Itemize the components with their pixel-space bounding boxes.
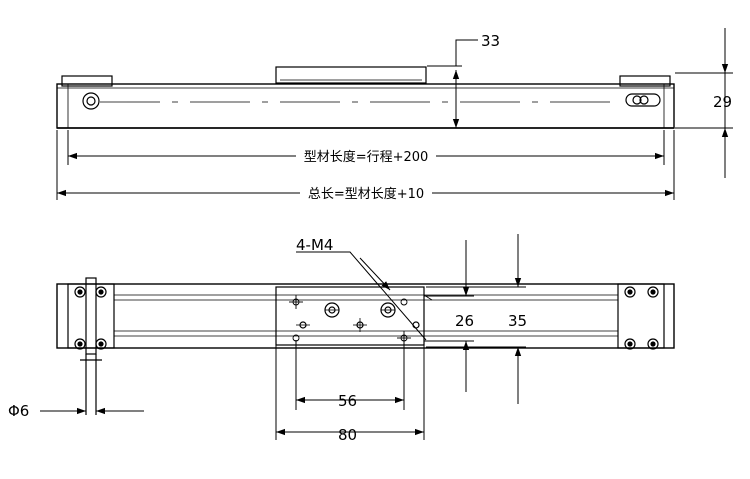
dim-26-label: 26 <box>455 312 474 330</box>
profile-body <box>56 83 675 129</box>
top-view <box>56 277 675 415</box>
carriage-bolts-icon <box>296 302 420 332</box>
right-tensioner-icon <box>625 93 661 107</box>
dim-80-label: 80 <box>338 426 357 444</box>
left-pulley-icon <box>82 92 100 110</box>
right-end-cap <box>619 75 671 87</box>
side-view <box>56 66 675 129</box>
left-end-block <box>67 283 115 349</box>
profile-top <box>56 283 675 349</box>
dim-33-label: 33 <box>481 32 500 50</box>
right-end-block <box>617 283 665 349</box>
dim-56-label: 56 <box>338 392 357 410</box>
top-view-dimensions <box>40 234 526 440</box>
dim-35-label: 35 <box>508 312 527 330</box>
carriage-plate <box>275 286 425 346</box>
profile-length-label: 型材长度=行程+200 <box>304 149 429 165</box>
m4-holes-icon <box>289 295 411 345</box>
carriage-block <box>275 66 427 84</box>
side-view-dimensions <box>56 28 733 200</box>
thread-label: 4-M4 <box>296 236 333 254</box>
left-end-cap <box>61 75 113 87</box>
right-end-bolts-icon <box>624 286 659 350</box>
total-length-label: 总长=型材长度+10 <box>308 186 424 202</box>
dim-29-label: 29 <box>713 93 732 111</box>
shaft-housing <box>85 277 97 355</box>
left-end-bolts-icon <box>74 286 107 350</box>
dim-phi6-label: Φ6 <box>8 402 29 420</box>
